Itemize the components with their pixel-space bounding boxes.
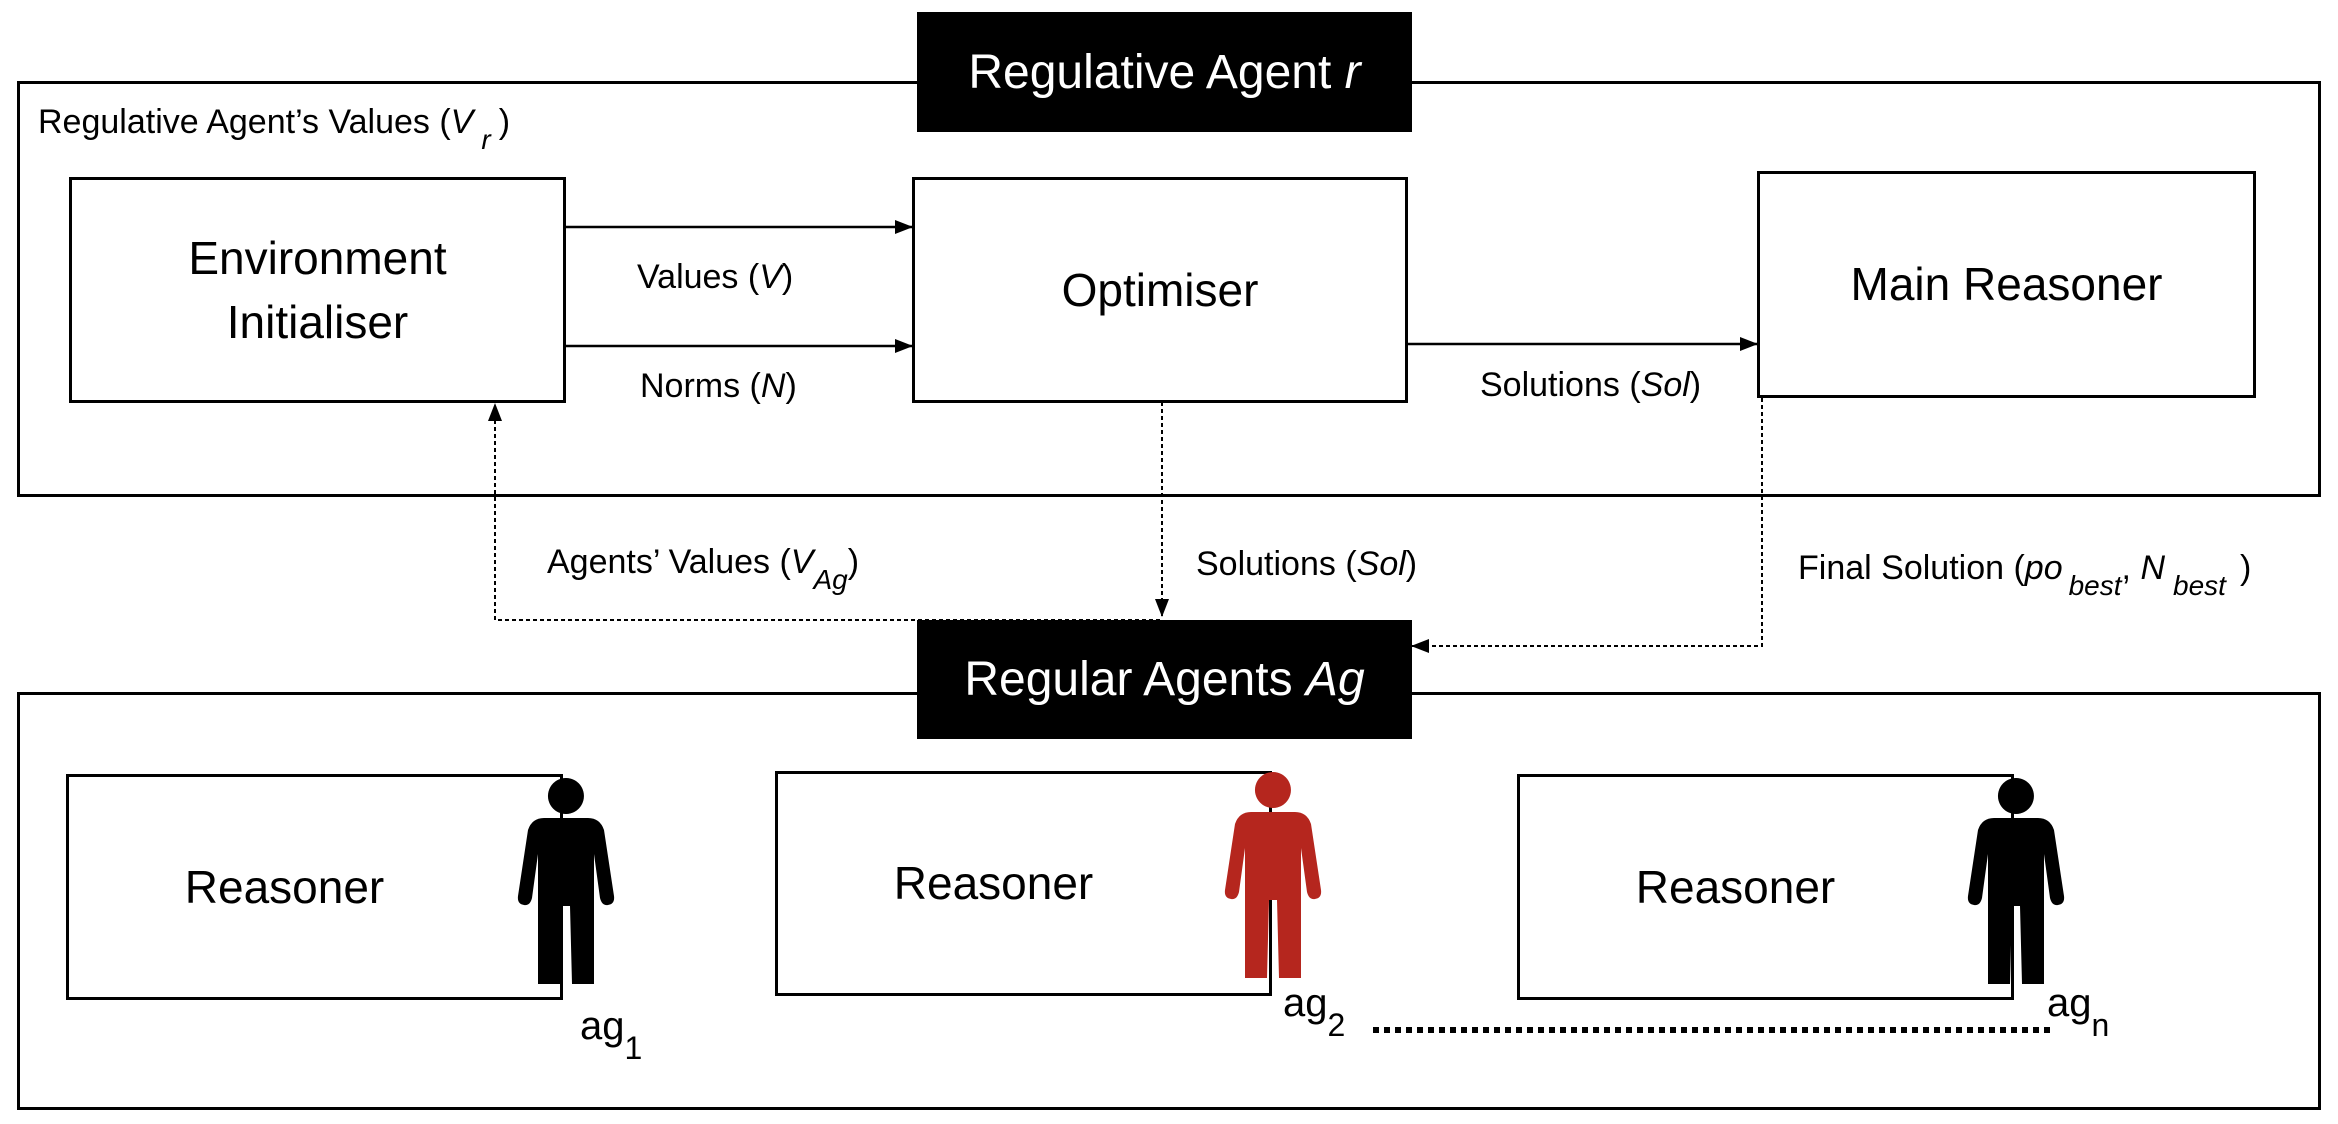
- norms-edge-var: N: [760, 367, 786, 405]
- agent1-reasoner-label: Reasoner: [184, 860, 385, 913]
- norms-edge-label: Norms (N): [640, 369, 797, 403]
- final-sub2: best: [2173, 570, 2226, 601]
- main-reasoner-box: Main Reasoner: [1757, 171, 2256, 398]
- agent2-name: ag: [1283, 981, 1328, 1025]
- values-edge-label: Values (V): [637, 260, 793, 294]
- norms-edge-text: Norms (: [640, 367, 761, 405]
- values-edge-text: Values (: [637, 258, 760, 296]
- agentn-sub: n: [2091, 1007, 2110, 1043]
- final-sub1: best: [2068, 570, 2122, 601]
- env-initialiser-line2: Initialiser: [226, 296, 409, 348]
- solutions-edge-var: Sol: [1640, 366, 1690, 404]
- agents-values-edge-label: Agents’ Values (VAg): [547, 543, 860, 594]
- agent2-sub: 2: [1327, 1007, 1346, 1043]
- agent2-label: ag2: [1283, 981, 1345, 1041]
- optimiser-label: Optimiser: [1061, 263, 1259, 316]
- agent1-name: ag: [580, 1004, 625, 1048]
- agents-values-sub: Ag: [813, 564, 848, 595]
- agentn-label: agn: [2047, 981, 2109, 1041]
- agentn-name: ag: [2047, 981, 2092, 1025]
- agents-values-var: V: [790, 543, 814, 581]
- agents-values-arrow: [488, 403, 1160, 621]
- agentn-person-icon: [1967, 778, 2065, 984]
- agents-values-close: ): [847, 543, 860, 581]
- final-var2: N: [2140, 549, 2166, 587]
- agent3-reasoner-label: Reasoner: [1635, 860, 1836, 913]
- norms-edge-close: ): [785, 367, 797, 405]
- env-initialiser-line1: Environment: [188, 231, 447, 284]
- values-edge-var: V: [759, 258, 782, 296]
- agent2-reasoner-label: Reasoner: [893, 857, 1094, 910]
- solutions-down-text: Solutions (: [1196, 545, 1357, 583]
- final-close: ): [2239, 549, 2252, 587]
- main-reasoner-label: Main Reasoner: [1850, 258, 2163, 311]
- solutions-down-var: Sol: [1356, 545, 1406, 583]
- solutions-edge-close: ): [1689, 366, 1702, 404]
- agent2-person-icon: [1224, 772, 1322, 978]
- final-solution-arrow: [1411, 398, 1763, 653]
- regular-title-text: Regular Agents: [964, 653, 1306, 706]
- agents-values-text: Agents’ Values (: [547, 543, 791, 581]
- solutions-edge-text: Solutions (: [1480, 366, 1641, 404]
- solutions-edge-label: Solutions (Sol): [1480, 368, 1701, 402]
- regulative-values-sub: r: [481, 124, 491, 155]
- final-var1: po: [2024, 549, 2063, 587]
- regulative-agent-title: Regulative Agent r: [917, 12, 1412, 132]
- regulative-title-var: r: [1344, 45, 1361, 99]
- regulative-values-text: Regulative Agent’s Values (: [38, 103, 451, 141]
- regular-title-var: Ag: [1305, 653, 1365, 706]
- final-text: Final Solution (: [1798, 549, 2025, 587]
- agent3-reasoner-box: Reasoner: [1517, 774, 2014, 1000]
- regulative-values-close: ): [498, 103, 511, 141]
- agent1-person-icon: [517, 778, 615, 984]
- values-edge-close: ): [781, 258, 794, 296]
- environment-initialiser-box: Environment Initialiser: [69, 177, 566, 403]
- regulative-title-text: Regulative Agent: [968, 45, 1345, 99]
- regulative-values-var: V: [450, 103, 474, 141]
- agent1-reasoner-box: Reasoner: [66, 774, 563, 1000]
- agent1-label: ag1: [580, 1004, 642, 1064]
- optimiser-box: Optimiser: [912, 177, 1408, 403]
- solutions-down-close: ): [1405, 545, 1418, 583]
- final-comma: ,: [2121, 549, 2141, 587]
- agent1-sub: 1: [624, 1030, 643, 1066]
- solutions-down-edge-label: Solutions (Sol): [1196, 547, 1417, 581]
- regular-agents-title: Regular Agents Ag: [917, 620, 1412, 739]
- agent2-reasoner-box: Reasoner: [775, 771, 1272, 996]
